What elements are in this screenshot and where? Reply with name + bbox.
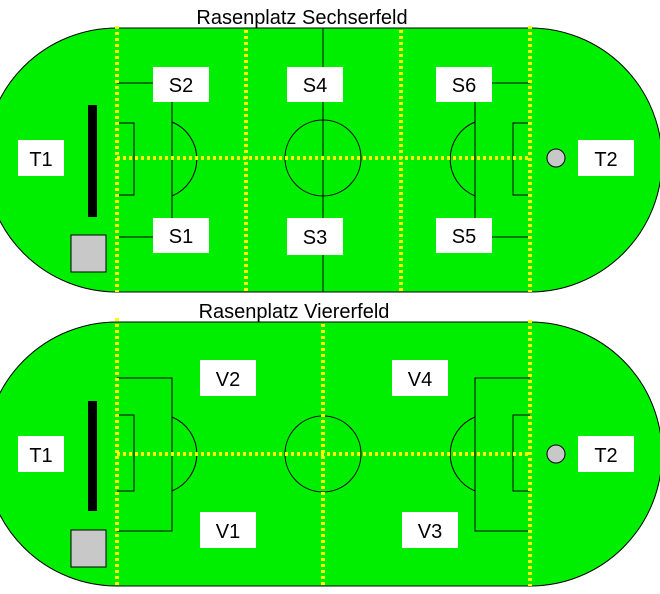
penalty-area-right bbox=[474, 377, 530, 532]
penalty-arc-right bbox=[449, 416, 476, 492]
label-box-v2 bbox=[200, 360, 256, 396]
penalty-arc-right bbox=[449, 121, 476, 197]
goal-post-bar bbox=[88, 401, 97, 511]
ball-marker bbox=[546, 444, 566, 464]
label-t2: T2 bbox=[594, 445, 617, 467]
label-box-t1 bbox=[18, 140, 64, 176]
goal-post-bar bbox=[88, 105, 97, 217]
label-box-v3 bbox=[402, 512, 458, 548]
label-v4: V4 bbox=[408, 369, 432, 391]
label-v3: V3 bbox=[418, 521, 442, 543]
label-box-s1 bbox=[153, 218, 209, 253]
label-box-s5 bbox=[436, 218, 492, 253]
label-s2: S2 bbox=[169, 75, 193, 97]
field-viererfeld: Rasenplatz Viererfeld T1 T2 V2 V1 V4 V3 bbox=[0, 301, 660, 587]
label-s5: S5 bbox=[452, 226, 476, 248]
label-t2: T2 bbox=[594, 149, 617, 171]
label-t1: T1 bbox=[29, 445, 52, 467]
label-box-v1 bbox=[200, 512, 256, 548]
label-v2: V2 bbox=[216, 369, 240, 391]
title-viererfeld: Rasenplatz Viererfeld bbox=[199, 301, 390, 323]
field-sechserfeld: Rasenplatz Sechserfeld T1 T2 S2 S1 bbox=[0, 7, 660, 293]
title-sechserfeld: Rasenplatz Sechserfeld bbox=[196, 7, 407, 29]
label-box-v4 bbox=[392, 360, 448, 396]
label-box-t1 bbox=[18, 436, 64, 472]
ball-marker bbox=[546, 148, 566, 168]
grey-box bbox=[70, 529, 107, 568]
label-box-s4 bbox=[287, 67, 343, 102]
label-box-s6 bbox=[436, 67, 492, 102]
label-v1: V1 bbox=[216, 521, 240, 543]
label-s6: S6 bbox=[452, 75, 476, 97]
label-s1: S1 bbox=[169, 226, 193, 248]
goal-area-left bbox=[117, 414, 135, 492]
label-t1: T1 bbox=[29, 149, 52, 171]
penalty-area-right bbox=[474, 82, 530, 238]
label-s4: S4 bbox=[303, 75, 327, 97]
label-box-s2 bbox=[153, 67, 209, 102]
label-box-s3 bbox=[287, 218, 343, 255]
label-box-t2 bbox=[578, 436, 634, 472]
grey-box bbox=[70, 234, 107, 273]
label-box-t2 bbox=[578, 140, 634, 176]
goal-area-left bbox=[117, 122, 135, 196]
label-s3: S3 bbox=[303, 227, 327, 249]
